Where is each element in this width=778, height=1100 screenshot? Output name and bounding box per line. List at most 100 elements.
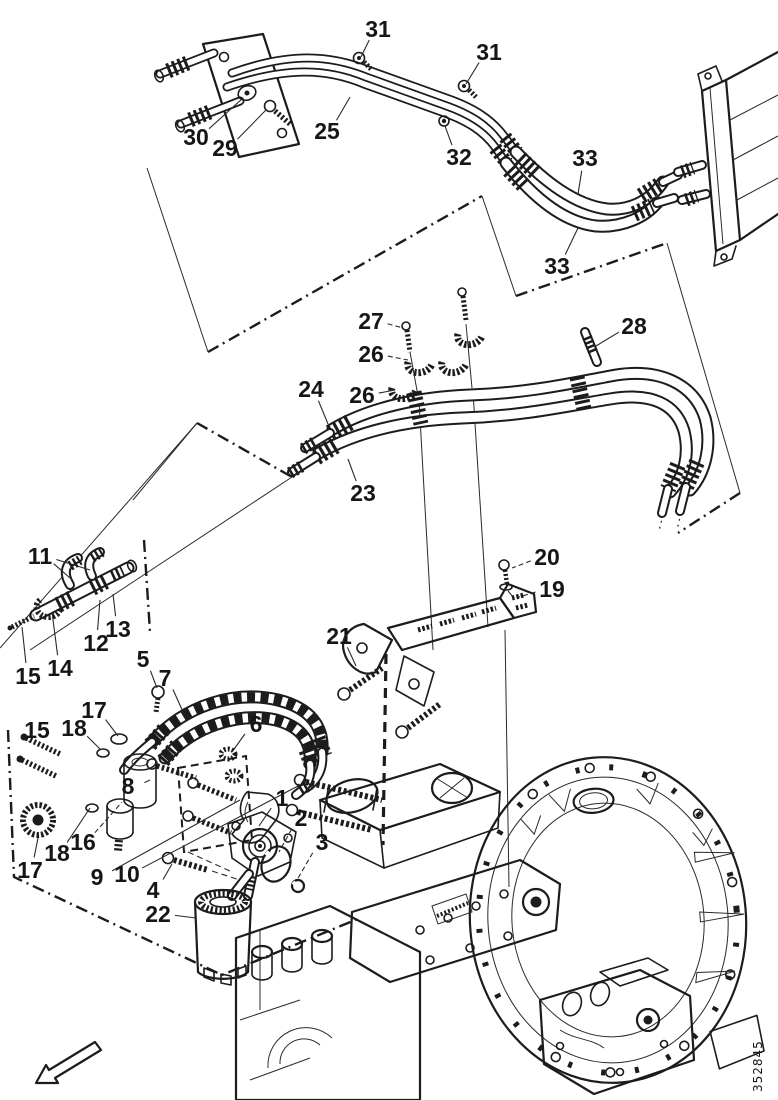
solenoid-block — [538, 957, 696, 1096]
callout-label-17: 17 — [81, 697, 107, 723]
banjo-bolt-5 — [151, 685, 165, 713]
callout-leader-33 — [577, 170, 583, 195]
fitting-11-15-assembly — [7, 552, 138, 631]
callout-label-3: 3 — [316, 829, 329, 855]
callout-leader-12 — [97, 599, 101, 631]
callout-label-1: 1 — [276, 785, 289, 811]
callout-leader-18 — [86, 735, 102, 751]
callout-leader-2 — [278, 828, 293, 853]
callout-leader-19 — [518, 591, 536, 598]
callout-label-6: 6 — [250, 711, 263, 737]
snap-ring-3 — [290, 878, 306, 894]
bolts-10 — [285, 773, 383, 833]
callout-label-23: 23 — [350, 480, 376, 506]
bolt-8 — [146, 758, 197, 781]
pipe-25-assembly — [153, 32, 516, 163]
cooler-hoses-33 — [489, 132, 678, 226]
callout-label-17: 17 — [17, 857, 43, 883]
callout-leader-31 — [360, 39, 370, 58]
transmission-assembly — [234, 756, 765, 1100]
callout-leader-15 — [21, 626, 27, 664]
callout-label-27: 27 — [358, 308, 384, 334]
callout-label-15: 15 — [15, 663, 41, 689]
callout-leader-18 — [66, 807, 91, 843]
callout-leader-28 — [595, 331, 620, 347]
callout-leader-11 — [56, 558, 91, 571]
clamp-bolt-27-left — [401, 321, 413, 353]
washer-18-lower — [85, 803, 99, 813]
callout-leader-10 — [141, 785, 299, 869]
clamp-bolt-27-right — [457, 287, 469, 321]
callout-label-15: 15 — [24, 717, 50, 743]
oil-filter-22 — [193, 874, 251, 986]
callout-leader-29 — [237, 109, 267, 140]
stud-15 — [7, 613, 36, 631]
callout-leader-17 — [105, 719, 119, 737]
callout-leader-7 — [172, 689, 185, 715]
callout-label-20: 20 — [534, 544, 560, 570]
callout-label-5: 5 — [137, 646, 150, 672]
callout-label-21: 21 — [326, 623, 352, 649]
oil-cooler — [678, 50, 778, 267]
callout-leader-1 — [258, 807, 272, 827]
callout-label-26: 26 — [349, 382, 375, 408]
hose-23-24-assembly — [286, 287, 708, 513]
callout-leader-11 — [53, 563, 71, 579]
main-housing — [318, 762, 562, 984]
bolt-31-right — [457, 79, 478, 99]
lower-left-block — [234, 904, 422, 1100]
callout-label-19: 19 — [539, 576, 565, 602]
filter-hose-cluster — [16, 685, 383, 873]
bolt-4 — [161, 851, 209, 873]
clamp-14 — [33, 597, 63, 620]
callout-label-8: 8 — [122, 773, 135, 799]
callout-leader-9 — [111, 799, 241, 872]
callout-leader-25 — [336, 96, 351, 121]
callout-leader-23 — [347, 458, 357, 482]
callout-label-12: 12 — [83, 630, 109, 656]
washer-18-upper — [96, 748, 110, 758]
bell-housing — [468, 756, 765, 1084]
callout-leader-6 — [231, 733, 246, 753]
callout-label-33: 33 — [544, 253, 570, 279]
fitting-17-lower — [20, 802, 56, 838]
front-direction-arrow-icon — [34, 1040, 103, 1085]
callout-leader-27 — [387, 323, 404, 329]
studs-15-pair — [16, 733, 62, 779]
callout-label-22: 22 — [145, 901, 171, 927]
callout-label-7: 7 — [159, 665, 172, 691]
callout-label-31: 31 — [476, 39, 502, 65]
callout-leader-22 — [174, 914, 197, 919]
callout-leader-3 — [296, 852, 314, 881]
callout-label-18: 18 — [61, 715, 87, 741]
callout-label-9: 9 — [91, 864, 104, 890]
callout-leader-13 — [112, 593, 117, 617]
nut-32 — [438, 115, 450, 127]
bolt-29 — [263, 99, 292, 127]
callout-label-33: 33 — [572, 145, 598, 171]
callout-leader-24 — [317, 400, 329, 425]
callout-leader-5 — [149, 670, 158, 689]
callout-label-18: 18 — [44, 840, 70, 866]
callout-leader-14 — [51, 611, 59, 656]
figure-number: 352845 — [751, 1040, 765, 1092]
callout-label-14: 14 — [47, 655, 73, 681]
washer-30 — [237, 84, 257, 102]
bolt-31-left — [352, 51, 373, 71]
callout-leader-21 — [346, 647, 357, 667]
callout-leader-30 — [208, 97, 244, 130]
callout-label-11: 11 — [28, 543, 53, 569]
callout-leader-16 — [94, 801, 123, 834]
callout-label-29: 29 — [212, 135, 238, 161]
bracket-19 — [342, 582, 538, 707]
callout-label-30: 30 — [183, 124, 209, 150]
callout-leader-15 — [28, 740, 31, 743]
bolt-20 — [498, 559, 515, 599]
callout-leader-31 — [465, 62, 480, 85]
callout-leader-17 — [33, 837, 39, 858]
callout-leader-26 — [387, 355, 409, 361]
callout-label-25: 25 — [314, 118, 340, 144]
callout-label-31: 31 — [365, 16, 391, 42]
